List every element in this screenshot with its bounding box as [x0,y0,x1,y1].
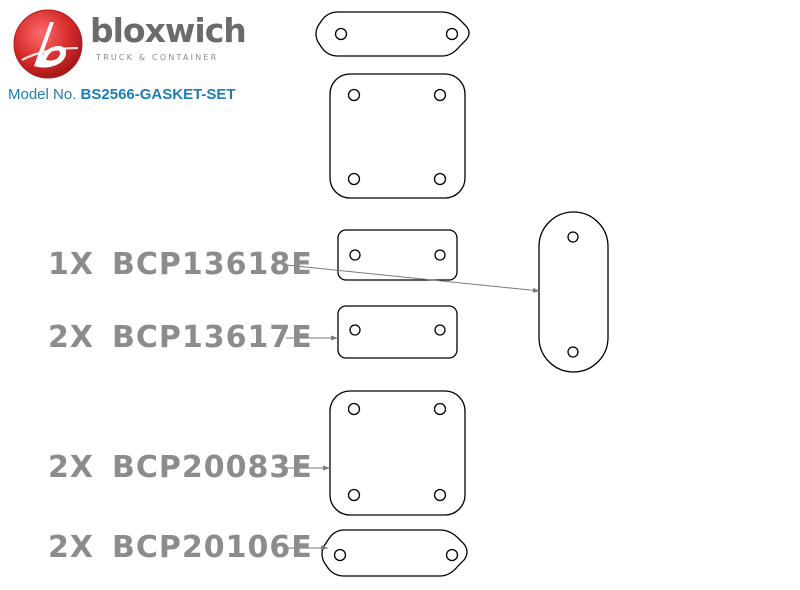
model-number-label: Model No. [8,86,77,103]
brand-tagline: TRUCK & CONTAINER [96,53,219,62]
brand-name: bloxwich [90,11,247,50]
callout-bcp13618e: 1X BCP13618E [48,250,313,280]
callout-part-number: BCP20083E [112,450,313,485]
callout-bcp13617e: 2X BCP13617E [48,323,313,353]
callout-bcp20106e: 2X BCP20106E [48,533,313,563]
model-number: Model No. BS2566-GASKET-SET [8,86,236,103]
callout-bcp20083e: 2X BCP20083E [48,453,313,483]
gasket-square-top [329,73,466,199]
leader-line-bcp13618e [285,264,541,293]
callout-qty: 1X [48,247,95,282]
callout-part-number: BCP13618E [112,247,313,282]
callout-qty: 2X [48,530,95,565]
callout-qty: 2X [48,450,95,485]
gasket-square-bottom [329,390,466,516]
gasket-vertical-slot [538,211,609,373]
model-number-value: BS2566-GASKET-SET [80,86,236,103]
callout-qty: 2X [48,320,95,355]
gasket-small-rect-1 [337,229,458,281]
callout-part-number: BCP20106E [112,530,313,565]
gasket-small-rect-2 [337,305,458,359]
brand-logo: bloxwich TRUCK & CONTAINER [10,6,250,82]
callout-part-number: BCP13617E [112,320,313,355]
bloxwich-b-logo-icon [13,9,83,79]
gasket-oval-bottom [321,529,468,577]
gasket-oval-top [315,11,470,57]
